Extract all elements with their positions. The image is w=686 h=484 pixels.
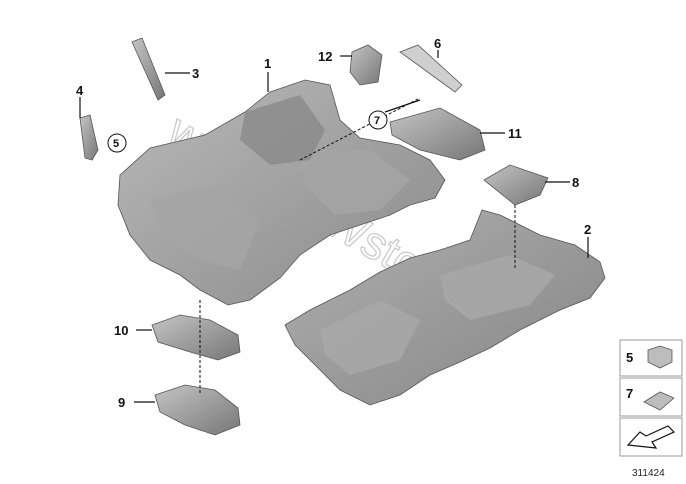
part-rear-floor-carpet (284, 209, 606, 406)
part-3-shape (131, 37, 166, 101)
legend-item-7-number: 7 (626, 386, 633, 401)
callout-12: 12 (318, 49, 332, 64)
callout-6: 6 (434, 36, 441, 51)
part-6-shape (399, 44, 463, 93)
callout-10: 10 (114, 323, 128, 338)
callout-1: 1 (264, 56, 271, 71)
legend-clip-icon (643, 391, 675, 411)
leader-lines (79, 50, 589, 403)
callout-7-circle: 7 (368, 110, 388, 130)
part-12-shape (349, 44, 383, 86)
callout-3: 3 (192, 66, 199, 81)
part-4-shape (79, 114, 99, 161)
callout-7: 7 (374, 115, 380, 127)
callout-8: 8 (572, 175, 579, 190)
document-number: 311424 (632, 468, 665, 479)
legend-arrow-icon (626, 425, 676, 449)
legend-panel: 5 7 (619, 339, 683, 457)
part-8-shape (483, 164, 549, 206)
callout-2: 2 (584, 222, 591, 237)
callout-5-circle: 5 (107, 133, 127, 153)
callout-5: 5 (113, 138, 119, 150)
part-11-shape (389, 107, 486, 161)
legend-nut-icon (647, 345, 673, 369)
part-front-floor-carpet (117, 79, 446, 306)
callout-4: 4 (76, 83, 84, 98)
part-10-shape (151, 314, 241, 361)
callout-9: 9 (118, 395, 125, 410)
part-9-shape (154, 384, 241, 436)
callout-11: 11 (508, 126, 522, 141)
legend-item-5-number: 5 (626, 350, 633, 365)
